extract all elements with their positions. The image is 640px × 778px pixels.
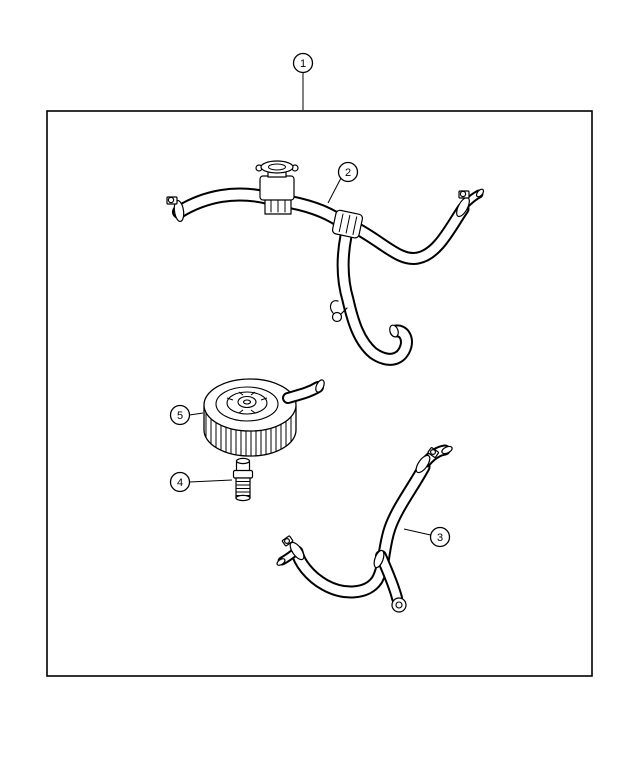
callout-4: 4 (169, 471, 191, 493)
callout-2-label: 2 (345, 167, 351, 179)
hose-end-ring (391, 597, 407, 613)
oil-cooler-fins (205, 413, 292, 456)
oil-cooler-top-plate (203, 378, 297, 432)
oil-cooler-hub-ticks (226, 391, 268, 414)
clamp-screw-icon (167, 196, 175, 204)
hose-open-end (389, 324, 399, 338)
oil-cooler-fitting (232, 457, 254, 502)
callout-3: 3 (429, 526, 451, 548)
leader-line-4 (189, 479, 233, 483)
oil-cooler-outlet-tube (282, 379, 325, 404)
callout-3-circle (429, 526, 451, 548)
clamp-screw-icon (430, 449, 437, 456)
hose-clamp (456, 188, 485, 218)
callout-1-circle (292, 52, 314, 74)
callout-5-label: 5 (177, 410, 183, 422)
callout-1-label: 1 (300, 58, 306, 70)
retainer-clip (329, 300, 348, 323)
leader-line-3 (403, 528, 431, 536)
hose-clamp (373, 549, 385, 569)
hose-clamp (276, 535, 305, 566)
lower-hose-assembly (276, 444, 453, 613)
hose-clamp (166, 196, 185, 223)
callout-3-label: 3 (437, 532, 443, 544)
fitting-threads (236, 481, 250, 496)
callout-2-circle (337, 161, 359, 183)
thermostat-housing (255, 160, 299, 215)
clamp-screw-icon (284, 537, 291, 544)
callout-5-circle (169, 404, 191, 426)
callout-5: 5 (169, 404, 191, 426)
oil-cooler (203, 378, 325, 457)
callout-4-label: 4 (177, 477, 183, 489)
tee-connector (331, 209, 364, 239)
callout-2: 2 (337, 161, 359, 183)
leader-line-2 (327, 177, 342, 204)
callout-4-circle (169, 471, 191, 493)
upper-hose-assembly (166, 160, 485, 366)
hose-clamp (415, 444, 453, 474)
leader-line-5 (189, 412, 204, 416)
callout-1: 1 (292, 52, 314, 74)
kit-boundary-box (46, 110, 593, 677)
clamp-screw-icon (459, 190, 467, 198)
